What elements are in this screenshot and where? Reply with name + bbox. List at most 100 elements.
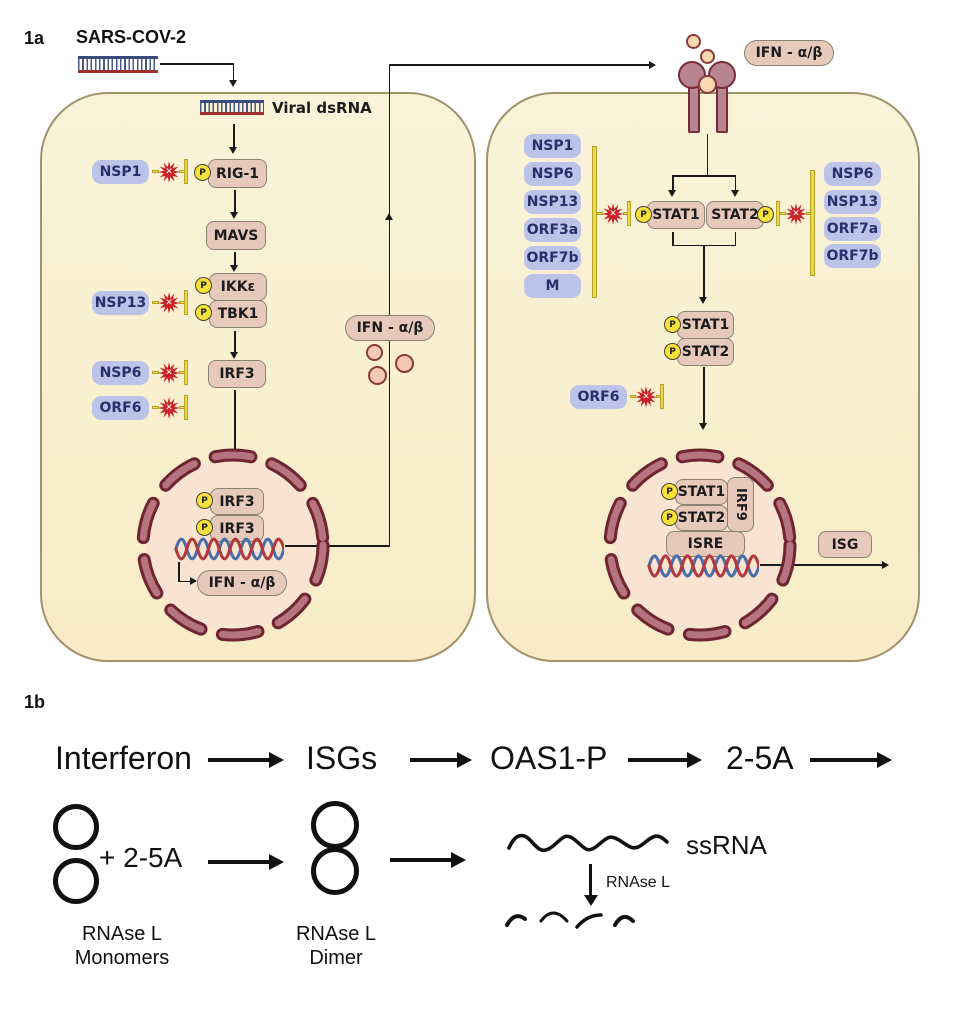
- arrowhead: [730, 190, 739, 197]
- node-irf9: IRF9: [727, 477, 754, 532]
- signal-line: [706, 134, 709, 176]
- signal-line: [672, 175, 736, 177]
- node-nuclear-irf3-2: IRF3: [210, 515, 264, 542]
- rnasel-arrow-label: RNAse L: [606, 874, 671, 891]
- phospho-badge: P: [195, 277, 212, 294]
- monomer-label: RNAse L Monomers: [74, 923, 170, 969]
- node-stat2: STAT2: [706, 201, 764, 229]
- arrowhead: [451, 852, 466, 868]
- dimer-label: RNAse L Dimer: [295, 923, 377, 969]
- node-tbk1: TBK1: [209, 300, 267, 328]
- node-irf3: IRF3: [208, 360, 266, 388]
- signal-line: [703, 245, 705, 297]
- inhibition-tbar: [184, 159, 188, 184]
- ssrna-label: ssRNA: [686, 830, 767, 860]
- arrow: [234, 252, 236, 265]
- arrowhead: [269, 854, 284, 870]
- ifn-molecule-icon: [686, 34, 701, 49]
- arrow: [232, 63, 235, 80]
- arrow: [178, 562, 180, 582]
- inhibition-tbar: [184, 360, 188, 385]
- inhibition-stem: [152, 301, 159, 304]
- phospho-badge: P: [661, 509, 678, 526]
- node-stat1-stacked: STAT1: [677, 311, 734, 339]
- phospho-badge: P: [757, 206, 774, 223]
- pill-orf7b: ORF7b: [524, 246, 581, 270]
- phospho-badge: P: [664, 316, 681, 333]
- phospho-badge: P: [661, 483, 678, 500]
- arrow: [234, 331, 236, 352]
- arrowhead: [190, 577, 197, 585]
- node-rig1: RIG-1: [208, 159, 267, 188]
- inhibition-stem: [806, 212, 811, 215]
- ifn-molecule-icon: [700, 49, 715, 64]
- signal-line: [672, 175, 674, 190]
- arrowhead: [649, 60, 656, 69]
- rnasel-monomer-icon: [53, 804, 99, 850]
- node-receptor-ifn: IFN - α/β: [744, 40, 834, 66]
- arrowhead: [583, 895, 598, 906]
- pill-m: M: [524, 274, 581, 298]
- node-ikke: IKKε: [209, 273, 267, 301]
- pill-orf7b: ORF7b: [824, 244, 881, 268]
- arrow: [178, 580, 191, 583]
- arrowhead: [269, 752, 284, 768]
- node-isre: ISRE: [666, 531, 745, 557]
- inhibition-stem: [152, 406, 159, 409]
- inhibition-bar: [592, 146, 597, 298]
- arrow: [390, 858, 452, 862]
- secretion-path: [285, 545, 390, 547]
- arrow: [208, 758, 270, 762]
- dna-helix-icon: [647, 554, 759, 578]
- node-mavs: MAVS: [206, 221, 266, 250]
- node-nuclear-stat1: STAT1: [675, 479, 728, 505]
- panel-1a-label: 1a: [24, 28, 45, 48]
- cascade-oas1p: OAS1-P: [490, 740, 608, 776]
- phospho-badge: P: [664, 343, 681, 360]
- plus-25a-label: + 2-5A: [99, 842, 183, 873]
- inhibition-stem: [630, 395, 636, 398]
- panel-1b-label: 1b: [24, 692, 46, 712]
- pill-orf6: ORF6: [570, 385, 627, 409]
- inhibition-tbar: [184, 395, 188, 420]
- signal-line: [734, 175, 737, 190]
- arrow: [234, 390, 236, 450]
- pill-nsp6: NSP6: [524, 162, 581, 186]
- dna-helix-icon: [174, 537, 284, 561]
- signal-line: [672, 232, 674, 246]
- arrow: [234, 190, 236, 212]
- arrowhead: [882, 560, 889, 569]
- secretion-path: [389, 64, 650, 66]
- cascade-25a: 2-5A: [726, 740, 794, 776]
- node-stat2-stacked: STAT2: [677, 338, 734, 366]
- pill-nsp6: NSP6: [824, 162, 881, 186]
- arrowhead: [230, 212, 238, 219]
- nuclear-envelope-icon: [136, 448, 330, 642]
- ssrna-icon: [507, 833, 669, 853]
- arrowhead: [699, 297, 707, 304]
- pill-orf6: ORF6: [92, 396, 149, 420]
- inhibition-tbar: [627, 201, 631, 226]
- pill-orf3a: ORF3a: [524, 218, 581, 242]
- signal-line: [734, 232, 737, 246]
- ifn-receptor-icon: [716, 86, 728, 133]
- node-ifn-gene-product: IFN - α/β: [197, 570, 287, 596]
- inhibition-stem: [780, 212, 786, 215]
- pill-nsp13: NSP13: [524, 190, 581, 214]
- rnasel-dimer-icon: [311, 847, 359, 895]
- arrow: [589, 864, 592, 896]
- ifn-molecule-icon: [368, 366, 387, 385]
- ifn-molecule-icon: [395, 354, 414, 373]
- node-stat1: STAT1: [647, 201, 705, 229]
- phospho-badge: P: [194, 164, 211, 181]
- node-nuclear-irf3-1: IRF3: [210, 488, 264, 515]
- phospho-badge: P: [195, 304, 212, 321]
- arrow: [160, 63, 234, 65]
- arrow: [810, 758, 878, 762]
- secretion-path: [388, 65, 391, 546]
- pill-nsp1: NSP1: [92, 160, 149, 184]
- inhibition-stem: [152, 170, 159, 173]
- nuclear-envelope-icon: [603, 448, 797, 642]
- pill-nsp1: NSP1: [524, 134, 581, 158]
